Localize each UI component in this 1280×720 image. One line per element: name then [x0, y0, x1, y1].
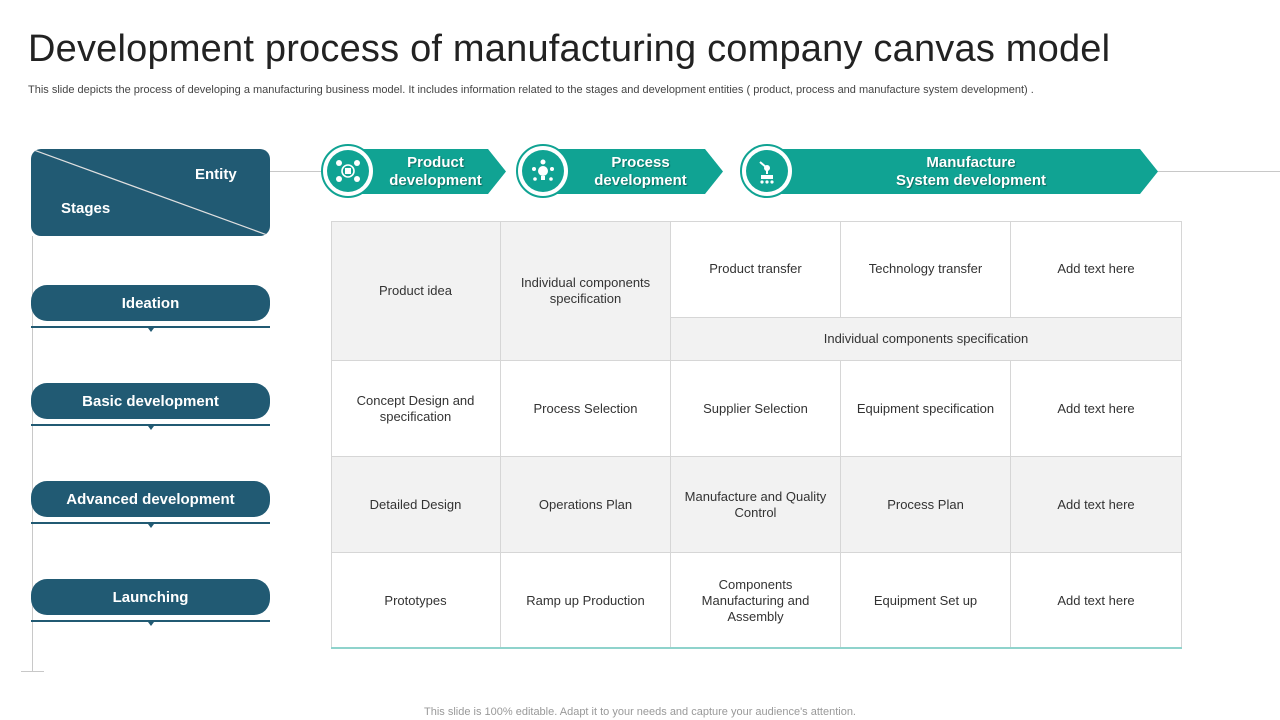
grid-cell: Prototypes: [331, 553, 501, 649]
entity-label-line1: Manufacture: [926, 153, 1016, 171]
stage-pointer: [148, 622, 154, 626]
grid-cell: Components Manufacturing and Assembly: [671, 553, 841, 649]
grid-cell: Individual components specification: [501, 221, 671, 361]
stage-basic-development: Basic development: [31, 383, 270, 419]
grid-cell: Add text here: [1011, 221, 1182, 318]
page-title: Development process of manufacturing com…: [28, 28, 1111, 70]
stage-pointer: [148, 328, 154, 332]
grid-cell: Equipment specification: [841, 361, 1011, 457]
stage-pointer: [148, 524, 154, 528]
grid-cell: Concept Design and specification: [331, 361, 501, 457]
grid-bottom-accent: [331, 647, 1182, 649]
stage-underline: [31, 522, 270, 524]
grid-cell-wide: Individual components specification: [671, 318, 1182, 361]
entity-stages-header: [31, 149, 270, 236]
stage-axis-foot: [21, 671, 44, 672]
grid-cell: Product transfer: [671, 221, 841, 318]
entity-label-line1: Product: [407, 153, 464, 171]
page-subtitle: This slide depicts the process of develo…: [28, 84, 1034, 96]
stage-underline: [31, 326, 270, 328]
grid-cell: Manufacture and Quality Control: [671, 457, 841, 553]
canvas-grid: Product idea Individual components speci…: [331, 221, 1182, 649]
grid-cell: Supplier Selection: [671, 361, 841, 457]
stage-advanced-development: Advanced development: [31, 481, 270, 517]
stage-ideation: Ideation: [31, 285, 270, 321]
entity-label-line2: development: [594, 171, 687, 189]
footer-note: This slide is 100% editable. Adapt it to…: [424, 706, 856, 718]
entity-label-line1: Process: [611, 153, 670, 171]
entity-connector-line: [270, 171, 322, 172]
stages-label: Stages: [61, 200, 111, 217]
grid-cell: Add text here: [1011, 361, 1182, 457]
stage-underline: [31, 424, 270, 426]
stage-axis-line: [32, 236, 33, 672]
grid-cell: Product idea: [331, 221, 501, 361]
grid-cell: Process Plan: [841, 457, 1011, 553]
grid-cell: Technology transfer: [841, 221, 1011, 318]
entity-connector-line: [1156, 171, 1280, 172]
grid-cell: Process Selection: [501, 361, 671, 457]
entity-label-line2: development: [389, 171, 482, 189]
grid-cell: Operations Plan: [501, 457, 671, 553]
grid-cell: Detailed Design: [331, 457, 501, 553]
grid-cell: Add text here: [1011, 457, 1182, 553]
grid-cell: Equipment Set up: [841, 553, 1011, 649]
robot-arm-icon: [740, 144, 794, 198]
stage-underline: [31, 620, 270, 622]
stage-pointer: [148, 426, 154, 430]
entity-label: Entity: [195, 166, 237, 183]
header-diagonal-line: [31, 149, 270, 236]
stage-launching: Launching: [31, 579, 270, 615]
product-icon: [321, 144, 375, 198]
entity-label-line2: System development: [895, 171, 1047, 189]
grid-cell: Ramp up Production: [501, 553, 671, 649]
grid-cell: Add text here: [1011, 553, 1182, 649]
lightbulb-gears-icon: [516, 144, 570, 198]
